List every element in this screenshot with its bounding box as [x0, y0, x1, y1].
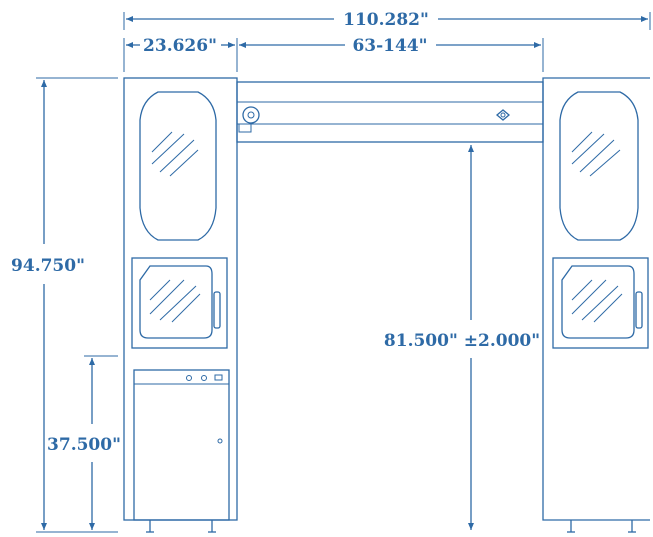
- gauge-icon: [242, 106, 260, 124]
- clear-height-label: 81.500" ±2.000": [384, 331, 540, 351]
- lower-height-label: 37.500": [47, 435, 121, 455]
- sensor-icon: [495, 109, 511, 121]
- overall-height-dimension: 94.750": [11, 77, 118, 533]
- left-tower: [123, 77, 238, 533]
- left-base-cabinet: [133, 369, 230, 521]
- left-pass-through: [131, 257, 228, 349]
- right-pass-through: [552, 257, 649, 349]
- overall-width-label: 110.282": [343, 10, 429, 30]
- opening-width-label: 63-144": [352, 36, 427, 56]
- opening-width-dimension: 63-144": [239, 36, 544, 72]
- header-beam: [236, 81, 544, 143]
- cabinet-width-dimension: 23.626": [123, 36, 238, 72]
- clear-height-dimension: 81.500" ±2.000": [384, 145, 540, 530]
- overall-height-label: 94.750": [11, 256, 85, 276]
- lower-height-dimension: 37.500": [47, 355, 121, 530]
- overall-width-dimension: 110.282": [123, 10, 651, 30]
- right-tower: [542, 77, 650, 533]
- left-tall-window: [139, 91, 217, 241]
- right-tall-window: [559, 91, 639, 241]
- cabinet-width-label: 23.626": [143, 36, 217, 56]
